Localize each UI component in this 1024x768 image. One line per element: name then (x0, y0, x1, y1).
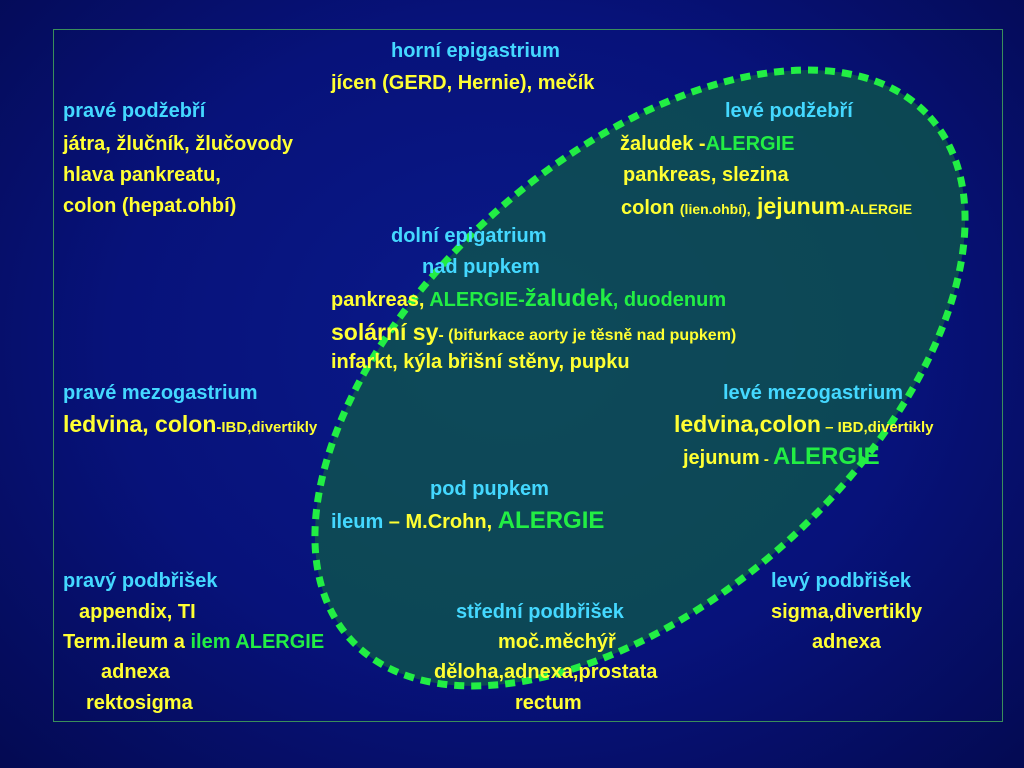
left-mesogastrium-line-2: jejunum - ALERGIE (683, 443, 880, 470)
right-hypogastrium-line-4: rektosigma (86, 692, 193, 714)
right-hypochondrium-line-2: hlava pankreatu, (63, 164, 221, 186)
left-hypogastrium-line-2: adnexa (812, 631, 881, 653)
left-mesogastrium-title: levé mezogastrium (723, 382, 904, 404)
epigastrium-title: horní epigastrium (391, 40, 560, 62)
left-mesogastrium-line-1: ledvina,colon – IBD,divertikly (674, 411, 934, 437)
left-hypochondrium-line-3: colon (lien.ohbí), jejunum-ALERGIE (621, 193, 913, 219)
left-hypogastrium-line-1: sigma,divertikly (771, 601, 923, 623)
right-hypochondrium-line-3: colon (hepat.ohbí) (63, 195, 237, 217)
above-navel-title: nad pupkem (422, 256, 540, 278)
right-mesogastrium-title: pravé mezogastrium (63, 382, 258, 404)
right-hypochondrium-line-1: játra, žlučník, žlučovody (63, 133, 294, 155)
right-mesogastrium-line-1: ledvina, colon-IBD,divertikly (63, 411, 318, 437)
left-hypochondrium-title: levé podžebří (725, 100, 853, 122)
left-hypochondrium-line-1: žaludek -ALERGIE (620, 133, 795, 155)
middle-hypogastrium-line-3: rectum (515, 692, 582, 714)
left-hypochondrium-line-2: pankreas, slezina (623, 164, 789, 186)
right-hypochondrium-title: pravé podžebří (63, 100, 206, 122)
left-hypogastrium-title: levý podbřišek (771, 570, 912, 592)
lower-epigastrium-line-1: pankreas, ALERGIE-žaludek, duodenum (331, 285, 727, 312)
slide-frame (53, 29, 1003, 722)
below-navel-line-1: ileum – M.Crohn, ALERGIE (331, 507, 605, 534)
middle-hypogastrium-line-2: děloha,adnexa,prostata (434, 661, 658, 683)
right-hypogastrium-title: pravý podbřišek (63, 570, 218, 592)
lower-epigastrium-line-3: infarkt, kýla břišní stěny, pupku (331, 351, 630, 373)
middle-hypogastrium-title: střední podbřišek (456, 601, 624, 623)
lower-epigastrium-line-2: solární sy- (bifurkace aorty je těsně na… (331, 319, 737, 345)
middle-hypogastrium-line-1: moč.měchýř (498, 631, 616, 653)
epigastrium-line: jícen (GERD, Hernie), mečík (331, 72, 595, 94)
right-hypogastrium-line-3: adnexa (101, 661, 170, 683)
right-hypogastrium-line-1: appendix, TI (79, 601, 196, 623)
lower-epigastrium-title: dolní epigatrium (391, 225, 547, 247)
right-hypogastrium-line-2: Term.ileum a ilem ALERGIE (63, 631, 325, 653)
below-navel-title: pod pupkem (430, 478, 549, 500)
